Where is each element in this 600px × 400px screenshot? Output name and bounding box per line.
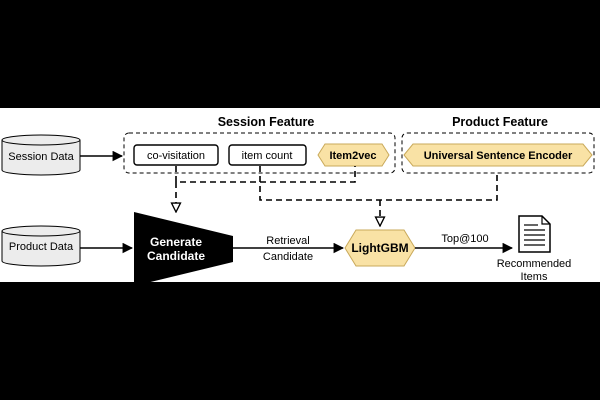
- session-feature-title: Session Feature: [218, 115, 315, 129]
- item-count-box: [228, 144, 307, 166]
- session-to-generator-dashed: [176, 166, 356, 212]
- recommended-label-line2: Items: [521, 271, 548, 283]
- item-count-label: item count: [242, 150, 293, 162]
- use-hexagon: [403, 143, 593, 167]
- features-to-lightgbm-dashed: [259, 166, 498, 226]
- top100-label: Top@100: [441, 233, 488, 245]
- product-feature-title: Product Feature: [452, 115, 548, 129]
- product-feature-group: [401, 132, 595, 174]
- co-visitation-label: co-visitation: [147, 150, 205, 162]
- use-label: Universal Sentence Encoder: [424, 150, 573, 162]
- session-data-label: Session Data: [8, 151, 74, 163]
- recommended-label-line1: Recommended: [497, 258, 572, 270]
- retrieval-label-line2: Candidate: [263, 251, 313, 263]
- session-data-cylinder: Session Data: [1, 134, 81, 176]
- product-data-label: Product Data: [9, 241, 74, 253]
- lightgbm-label: LightGBM: [351, 241, 408, 255]
- generate-candidate-node: [134, 212, 233, 286]
- diagram-panel: [0, 108, 600, 282]
- item2vec-hexagon: [317, 143, 390, 167]
- retrieval-label-line1: Retrieval: [266, 235, 309, 247]
- product-data-cylinder: Product Data: [1, 225, 81, 267]
- item2vec-label: Item2vec: [329, 150, 376, 162]
- generate-label-line2: Candidate: [147, 249, 205, 263]
- co-visitation-box: [133, 144, 219, 166]
- session-feature-group: [123, 132, 396, 174]
- generate-label-line1: Generate: [150, 235, 202, 249]
- document-icon: [518, 215, 551, 253]
